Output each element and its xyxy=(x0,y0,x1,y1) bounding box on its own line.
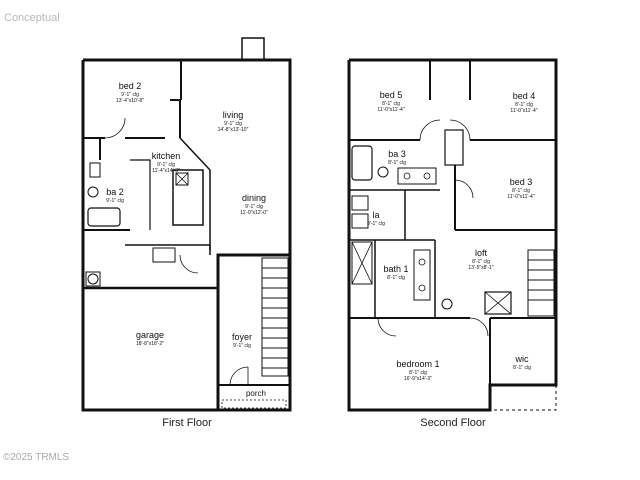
room-name: bed 2 xyxy=(119,81,142,91)
bathtub xyxy=(351,145,373,181)
room-clg: 8'-1" clg xyxy=(513,365,531,371)
exterior-wall xyxy=(81,60,218,412)
room-name: dining xyxy=(242,193,266,203)
copyright-text: ©2025 TRMLS xyxy=(3,452,70,463)
room-clg: 8'-1" clg xyxy=(512,188,530,194)
door-swing xyxy=(229,366,249,386)
exterior-wall xyxy=(216,253,292,412)
room-clg: 8'-1" clg xyxy=(472,259,490,265)
stairs xyxy=(527,249,555,317)
door-swing xyxy=(104,117,126,139)
room-name: porch xyxy=(246,389,266,398)
room-size: 16'-9"x14'-3" xyxy=(404,376,432,382)
room-clg: 8'-1" clg xyxy=(382,101,400,107)
exterior-wall xyxy=(83,58,292,255)
shower xyxy=(351,241,373,285)
room-size: 11'-0"x11'-4" xyxy=(510,108,537,114)
second-floor-plan xyxy=(347,58,558,412)
toilet xyxy=(87,186,99,198)
room-name: bed 3 xyxy=(510,177,533,187)
vanity xyxy=(397,167,437,185)
room-size: 13'-5"x8'-1" xyxy=(468,265,493,271)
room-size: 18'-8"x18'-2" xyxy=(136,341,164,347)
linen-closet xyxy=(444,129,464,166)
room-name: ba 2 xyxy=(106,187,124,197)
sink xyxy=(89,162,101,178)
room-clg: 9'-1" clg xyxy=(121,92,139,98)
toilet xyxy=(377,166,389,178)
attic-access xyxy=(484,291,512,315)
room-clg: 9'-1" clg xyxy=(157,162,175,168)
room-clg: 9'-1" clg xyxy=(224,121,242,127)
washer xyxy=(351,195,369,211)
room-clg: 9'-1" clg xyxy=(233,343,251,349)
room-clg: 8'-1" clg xyxy=(515,102,533,108)
door-swing xyxy=(469,317,489,337)
room-name: bed 5 xyxy=(380,90,403,100)
door-swing xyxy=(179,254,199,274)
toilet xyxy=(441,298,453,310)
room-size: 14'-8"x13'-10" xyxy=(218,127,249,133)
room-clg: 8'-1" clg xyxy=(388,160,406,166)
room-size: 11'-4"x14'-8" xyxy=(152,168,180,174)
room-size: 13'-4"x10'-8" xyxy=(116,98,144,104)
room-name: bath 1 xyxy=(383,264,408,274)
water-heater xyxy=(85,271,101,287)
room-name: living xyxy=(223,110,244,120)
porch-slab xyxy=(221,399,287,409)
room-clg: 8'-1" clg xyxy=(387,275,405,281)
room-size: 11'-0"x11'-4" xyxy=(377,107,404,113)
first-floor-caption: First Floor xyxy=(162,417,212,429)
wic-extension xyxy=(489,384,557,411)
vanity xyxy=(413,249,431,301)
first-floor-plan xyxy=(81,37,292,412)
kitchen-island xyxy=(172,169,204,226)
cooktop xyxy=(175,172,189,186)
dryer xyxy=(351,213,369,229)
room-size: 11'-0"x12'-0" xyxy=(240,210,268,216)
room-name: kitchen xyxy=(152,151,181,161)
appliance xyxy=(152,247,176,263)
room-clg: 8'-1" clg xyxy=(409,370,427,376)
bathtub xyxy=(87,207,121,227)
room-name: bed 4 xyxy=(513,91,536,101)
door-swing xyxy=(419,119,441,141)
door-swing xyxy=(454,179,474,199)
room-name: la xyxy=(372,210,379,220)
stairs xyxy=(261,257,289,377)
chimney xyxy=(241,37,265,61)
room-name: bedroom 1 xyxy=(396,359,439,369)
room-name: wic xyxy=(515,354,529,364)
room-clg: 8'-1" clg xyxy=(367,221,385,227)
door-swing xyxy=(449,119,471,141)
room-name: loft xyxy=(475,248,488,258)
room-labels: bed 2 9'-1" clg 13'-4"x10'-8" living 9'-… xyxy=(106,81,538,398)
kitchen-wall xyxy=(179,137,211,250)
kitchen-counter xyxy=(130,159,151,230)
door-swing xyxy=(377,317,397,337)
room-name: ba 3 xyxy=(388,149,406,159)
room-name: garage xyxy=(136,330,164,340)
room-clg: 9'-1" clg xyxy=(245,204,263,210)
room-name: foyer xyxy=(232,332,252,342)
second-floor-caption: Second Floor xyxy=(420,417,486,429)
room-size: 11'-0"x11'-4" xyxy=(507,194,534,200)
watermark-text: Conceptual xyxy=(4,12,60,24)
room-clg: 9'-1" clg xyxy=(106,198,124,204)
